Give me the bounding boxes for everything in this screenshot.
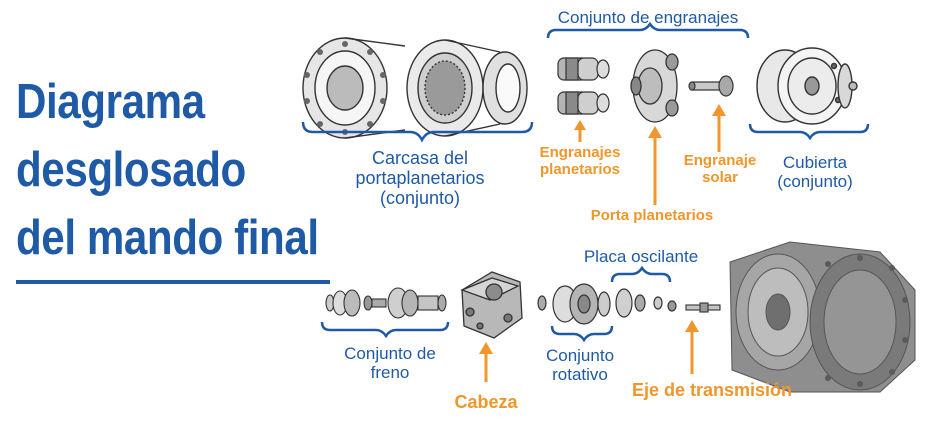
drive-shaft-drawing bbox=[685, 302, 721, 313]
final-drive-motor-drawing bbox=[729, 241, 916, 393]
label-sun-gear-line2: solar bbox=[702, 168, 738, 186]
bracket-rotary bbox=[550, 325, 614, 343]
label-head: Cabeza bbox=[454, 392, 518, 412]
bracket-housing bbox=[301, 121, 534, 143]
arrow-head bbox=[479, 342, 493, 382]
label-rotary: Conjunto rotativo bbox=[530, 346, 630, 384]
label-sun-gear-line1: Engranaje bbox=[683, 152, 757, 169]
planet-carrier-housing-drawing bbox=[302, 37, 528, 139]
planet-gears-drawing bbox=[557, 57, 610, 115]
arrow-planet-gears bbox=[574, 120, 586, 142]
title-line-3: del mando final bbox=[16, 211, 319, 265]
label-brake-line2: freno bbox=[370, 363, 410, 383]
label-planet-gears-line1: Engranajes bbox=[539, 144, 621, 161]
label-planet-gears: Engranajes planetarios bbox=[528, 144, 632, 179]
brake-assembly-drawing bbox=[325, 287, 447, 319]
label-sun-gear: Engranaje solar bbox=[674, 152, 766, 187]
label-housing-line3: (conjunto) bbox=[379, 188, 461, 209]
bracket-swash-plate bbox=[610, 265, 672, 283]
head-drawing bbox=[460, 271, 523, 339]
planet-carrier-drawing bbox=[630, 49, 679, 123]
label-planet-carrier: Porta planetarios bbox=[590, 207, 714, 224]
label-housing-line2: portaplanetarios bbox=[355, 168, 485, 189]
title-underline bbox=[16, 280, 330, 284]
label-brake: Conjunto de freno bbox=[325, 344, 455, 382]
arrow-planet-carrier bbox=[648, 126, 662, 205]
label-housing-line1: Carcasa del bbox=[371, 148, 469, 168]
sun-gear-drawing bbox=[688, 75, 734, 97]
label-drive-shaft: Eje de transmisión bbox=[631, 380, 793, 400]
label-brake-line1: Conjunto de bbox=[344, 344, 436, 363]
bracket-gear-set bbox=[546, 21, 750, 39]
arrow-drive-shaft bbox=[685, 320, 699, 374]
label-planet-gears-line2: planetarios bbox=[539, 160, 621, 178]
label-rotary-line2: rotativo bbox=[552, 365, 608, 385]
swash-plate-drawing bbox=[615, 288, 677, 318]
label-housing: Carcasa del portaplanetarios (conjunto) bbox=[330, 148, 510, 208]
label-rotary-line1: Conjunto bbox=[545, 346, 615, 365]
bracket-cover bbox=[748, 123, 870, 141]
label-swash-plate: Placa oscilante bbox=[583, 247, 699, 266]
bracket-brake bbox=[320, 321, 450, 339]
label-cover-line2: (conjunto) bbox=[777, 172, 853, 192]
arrow-sun-gear bbox=[712, 104, 726, 152]
label-cover: Cubierta (conjunto) bbox=[760, 153, 870, 191]
rotary-group-drawing bbox=[537, 283, 611, 325]
title-line-2: desglosado bbox=[16, 143, 246, 197]
label-gear-set: Conjunto de engranajes bbox=[557, 8, 739, 27]
cover-drawing bbox=[756, 47, 858, 125]
label-cover-line1: Cubierta bbox=[782, 153, 848, 172]
title-line-1: Diagrama bbox=[16, 75, 205, 129]
